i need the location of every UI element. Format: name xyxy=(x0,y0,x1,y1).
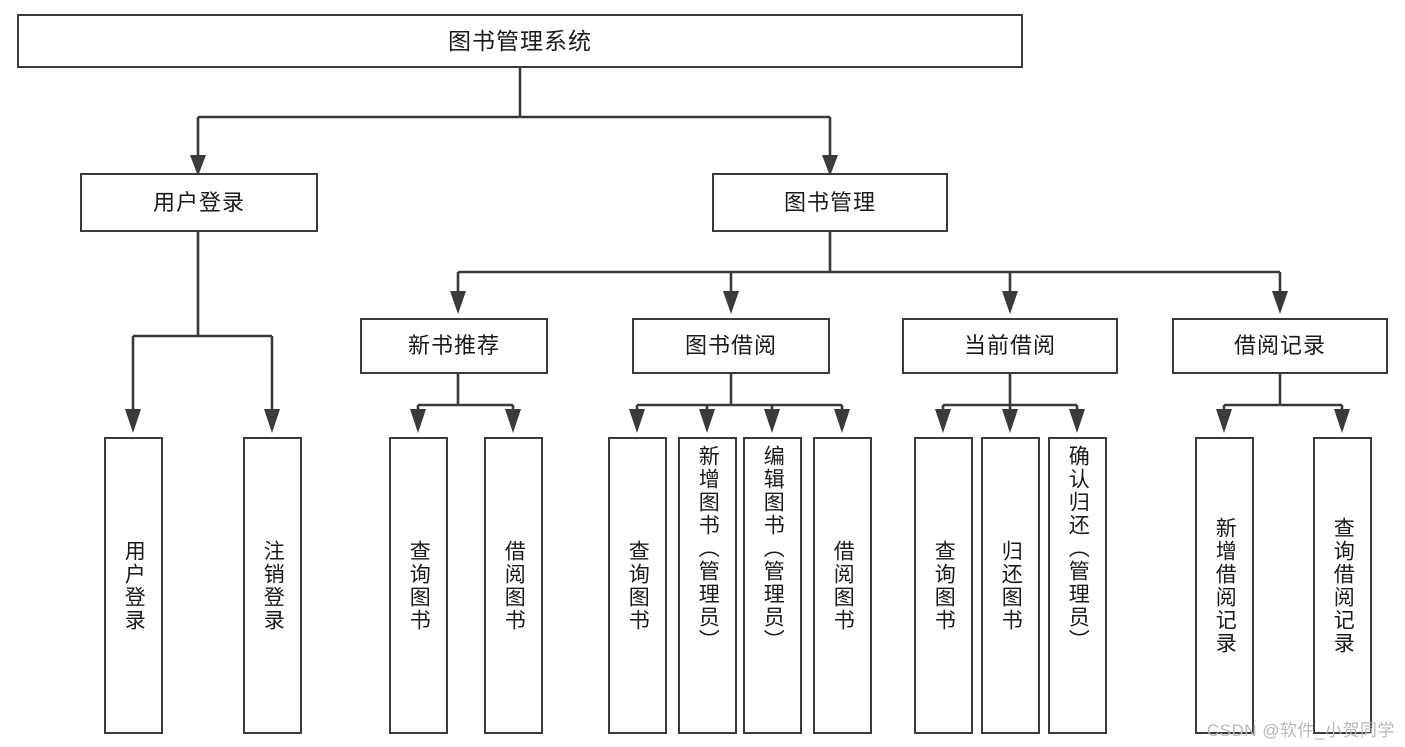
leaf-confirm-return-admin[interactable]: 确认归还（管理员） xyxy=(1048,437,1107,734)
leaf-user-login[interactable]: 用户登录 xyxy=(104,437,163,734)
leaf-query-book-borrow[interactable]: 查询图书 xyxy=(608,437,667,734)
node-label: 查询图书 xyxy=(407,539,431,632)
node-label: 图书借阅 xyxy=(684,333,777,359)
node-label: 图书管理 xyxy=(783,189,876,215)
csdn-watermark: CSDN @软件_小贺同学 xyxy=(1206,721,1395,740)
node-label: 归还图书 xyxy=(999,539,1023,632)
node-book-management[interactable]: 图书管理 xyxy=(712,173,948,232)
leaf-edit-book-admin[interactable]: 编辑图书（管理员） xyxy=(743,437,802,734)
node-label: 新增借阅记录 xyxy=(1213,516,1237,655)
node-label: 注销登录 xyxy=(261,539,285,632)
leaf-return-book[interactable]: 归还图书 xyxy=(981,437,1040,734)
node-label: 查询图书 xyxy=(626,539,650,632)
leaf-borrow-book-recommend[interactable]: 借阅图书 xyxy=(484,437,543,734)
leaf-query-borrow-record[interactable]: 查询借阅记录 xyxy=(1313,437,1372,734)
leaf-query-book-recommend[interactable]: 查询图书 xyxy=(389,437,448,734)
node-label: 用户登录 xyxy=(122,539,146,632)
node-label: 当前借阅 xyxy=(963,333,1056,359)
node-root-book-management-system[interactable]: 图书管理系统 xyxy=(17,14,1023,68)
node-label: 借阅图书 xyxy=(502,539,526,632)
node-label: 查询借阅记录 xyxy=(1331,516,1355,655)
node-current-borrow[interactable]: 当前借阅 xyxy=(902,318,1118,374)
leaf-add-book-admin[interactable]: 新增图书（管理员） xyxy=(678,437,737,734)
node-label: 确认归还（管理员） xyxy=(1066,445,1090,652)
node-new-book-recommend[interactable]: 新书推荐 xyxy=(360,318,548,374)
leaf-query-book-current[interactable]: 查询图书 xyxy=(914,437,973,734)
node-label: 图书管理系统 xyxy=(448,27,592,54)
node-label: 查询图书 xyxy=(932,539,956,632)
leaf-borrow-book[interactable]: 借阅图书 xyxy=(813,437,872,734)
node-book-borrow[interactable]: 图书借阅 xyxy=(632,318,830,374)
node-user-login[interactable]: 用户登录 xyxy=(80,173,318,232)
node-label: 新增图书（管理员） xyxy=(696,445,720,652)
node-label: 用户登录 xyxy=(152,189,245,215)
leaf-add-borrow-record[interactable]: 新增借阅记录 xyxy=(1195,437,1254,734)
node-label: 借阅记录 xyxy=(1233,333,1326,359)
node-borrow-record[interactable]: 借阅记录 xyxy=(1172,318,1388,374)
node-label: 新书推荐 xyxy=(407,333,500,359)
leaf-logout[interactable]: 注销登录 xyxy=(243,437,302,734)
node-label: 编辑图书（管理员） xyxy=(761,445,785,652)
node-label: 借阅图书 xyxy=(831,539,855,632)
